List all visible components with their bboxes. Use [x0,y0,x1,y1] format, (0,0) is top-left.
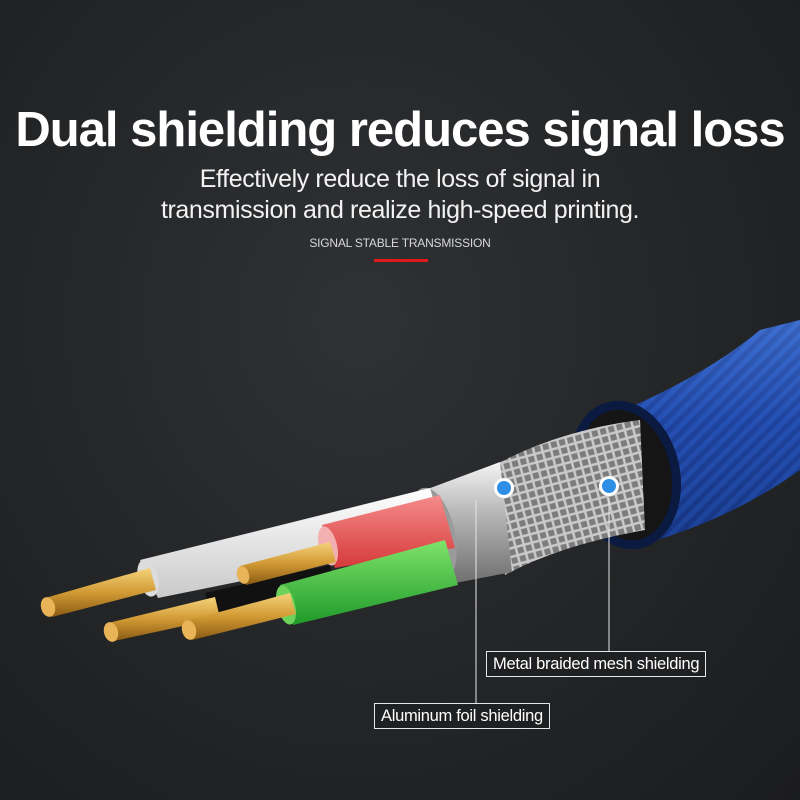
mesh-marker [599,476,619,651]
subtitle: Effectively reduce the loss of signal in… [160,165,640,224]
tagline: SIGNAL STABLE TRANSMISSION [309,236,491,250]
foil-marker [475,478,514,712]
accent-underline [374,259,428,262]
mesh-shielding-label: Metal braided mesh shielding [486,651,707,677]
copper-conductors [40,542,336,642]
braided-mesh-layer [495,420,645,575]
foil-shielding-label: Aluminum foil shielding [374,703,550,729]
headline: Dual shielding reduces signal loss [15,103,785,157]
